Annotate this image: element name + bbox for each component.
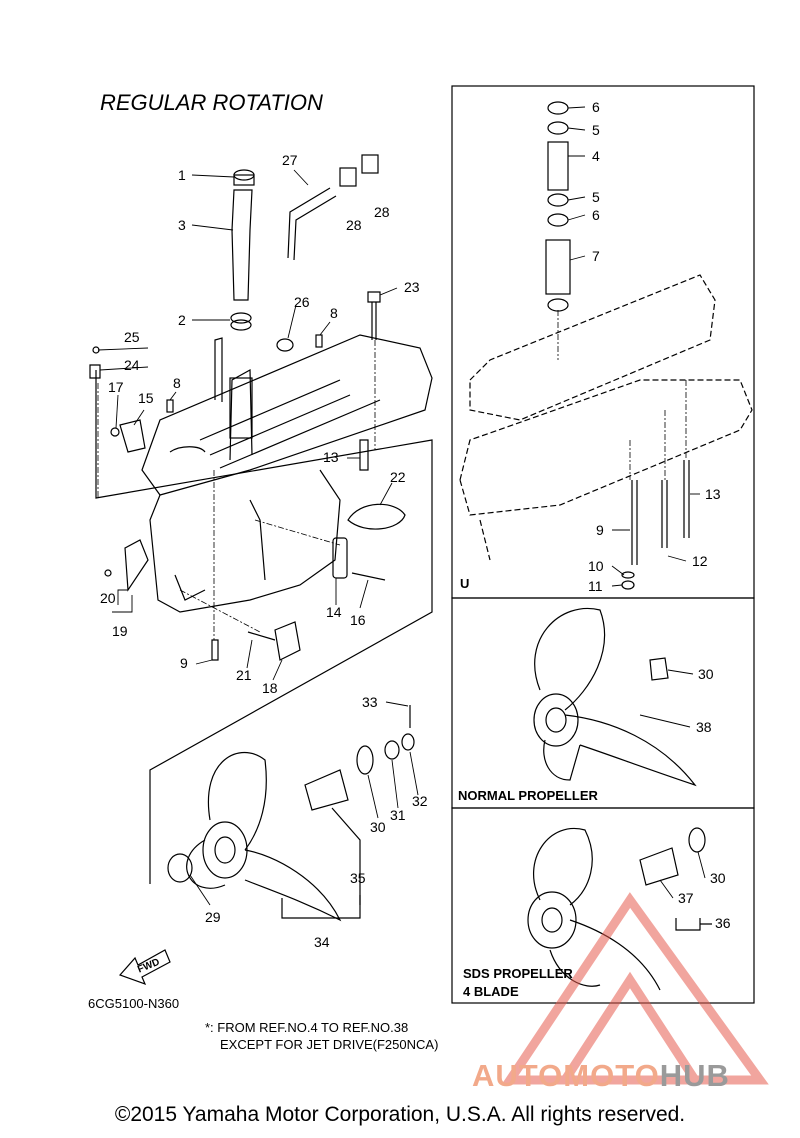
callout-29: 29: [205, 909, 221, 925]
u-casing-drawing: [459, 101, 753, 590]
left-propeller-drawing: [167, 705, 415, 922]
callout-numbers: 1 2 3 8 8 9 13 14 15 16 17 18 19 20 21 2…: [100, 99, 731, 950]
callout-6: 6: [592, 207, 600, 223]
callout-8-left: 8: [173, 375, 181, 391]
callout-38: 38: [696, 719, 712, 735]
callout-28b: 28: [374, 204, 390, 220]
sds-propeller-panel: [451, 807, 755, 1004]
callout-22: 22: [390, 469, 406, 485]
callout-26: 26: [294, 294, 310, 310]
callout-30-sds: 30: [710, 870, 726, 886]
callout-23: 23: [404, 279, 420, 295]
callout-6-top: 6: [592, 99, 600, 115]
callout-3: 3: [178, 217, 186, 233]
watermark-logo-icon: [501, 892, 769, 1085]
callout-30-left: 30: [370, 819, 386, 835]
normal-propeller-panel: [451, 597, 755, 809]
callout-27: 27: [282, 152, 298, 168]
callout-11: 11: [588, 578, 603, 594]
callout-17: 17: [108, 379, 124, 395]
callout-35: 35: [350, 870, 366, 886]
anode-22: [347, 503, 406, 530]
callout-21: 21: [236, 667, 252, 683]
callout-25: 25: [124, 329, 140, 345]
callout-5-top: 5: [592, 122, 600, 138]
u-label: U: [460, 576, 469, 591]
callout-34: 34: [314, 934, 330, 950]
lower-case-group-bracket: [95, 370, 433, 884]
sds-propeller-blade-label: 4 BLADE: [463, 984, 519, 999]
callout-8-left-top: 8: [330, 305, 338, 321]
callout-20: 20: [100, 590, 116, 606]
callout-13-right: 13: [705, 486, 721, 502]
lower-casing-drawing: [141, 334, 433, 613]
callout-4: 4: [592, 148, 600, 164]
copyright-notice: ©2015 Yamaha Motor Corporation, U.S.A. A…: [114, 1103, 686, 1126]
watermark-text: AUTOMOTOHUB: [472, 1058, 730, 1094]
callout-5: 5: [592, 189, 600, 205]
watermark-text-part1: AUTOMOTO: [472, 1058, 660, 1093]
page-title: REGULAR ROTATION: [100, 90, 323, 115]
fwd-arrow-icon: [118, 949, 171, 986]
callout-9-left: 9: [180, 655, 188, 671]
fwd-label: FWD: [136, 957, 161, 976]
callout-28a: 28: [346, 217, 362, 233]
callout-13-left: 13: [323, 449, 339, 465]
watermark-text-part2: HUB: [659, 1058, 730, 1093]
callout-30-normal: 30: [698, 666, 714, 682]
callout-14: 14: [326, 604, 342, 620]
water-tube-3: [231, 189, 253, 301]
callout-32: 32: [412, 793, 428, 809]
note-line-1: *: FROM REF.NO.4 TO REF.NO.38: [205, 1020, 409, 1035]
callout-7: 7: [592, 248, 600, 264]
callout-12: 12: [692, 553, 708, 569]
callout-24: 24: [124, 357, 140, 373]
diagram-code: 6CG5100-N360: [88, 996, 180, 1011]
callout-31: 31: [390, 807, 406, 823]
callout-15: 15: [138, 390, 154, 406]
normal-propeller-label: NORMAL PROPELLER: [458, 788, 598, 803]
callout-9-right: 9: [596, 522, 604, 538]
callout-33: 33: [362, 694, 378, 710]
callout-19: 19: [112, 623, 128, 639]
normal-propeller-drawing: [533, 607, 697, 787]
callout-16: 16: [350, 612, 366, 628]
sds-propeller-drawing: [527, 827, 712, 991]
sds-propeller-label: SDS PROPELLER: [463, 966, 573, 981]
callout-37: 37: [678, 890, 694, 906]
note-line-2: EXCEPT FOR JET DRIVE(F250NCA): [220, 1037, 439, 1052]
callout-1: 1: [178, 167, 186, 183]
callout-10: 10: [588, 558, 604, 574]
callout-2: 2: [178, 312, 186, 328]
callout-36: 36: [715, 915, 731, 931]
callout-18: 18: [262, 680, 278, 696]
pipe-27: [287, 187, 337, 261]
